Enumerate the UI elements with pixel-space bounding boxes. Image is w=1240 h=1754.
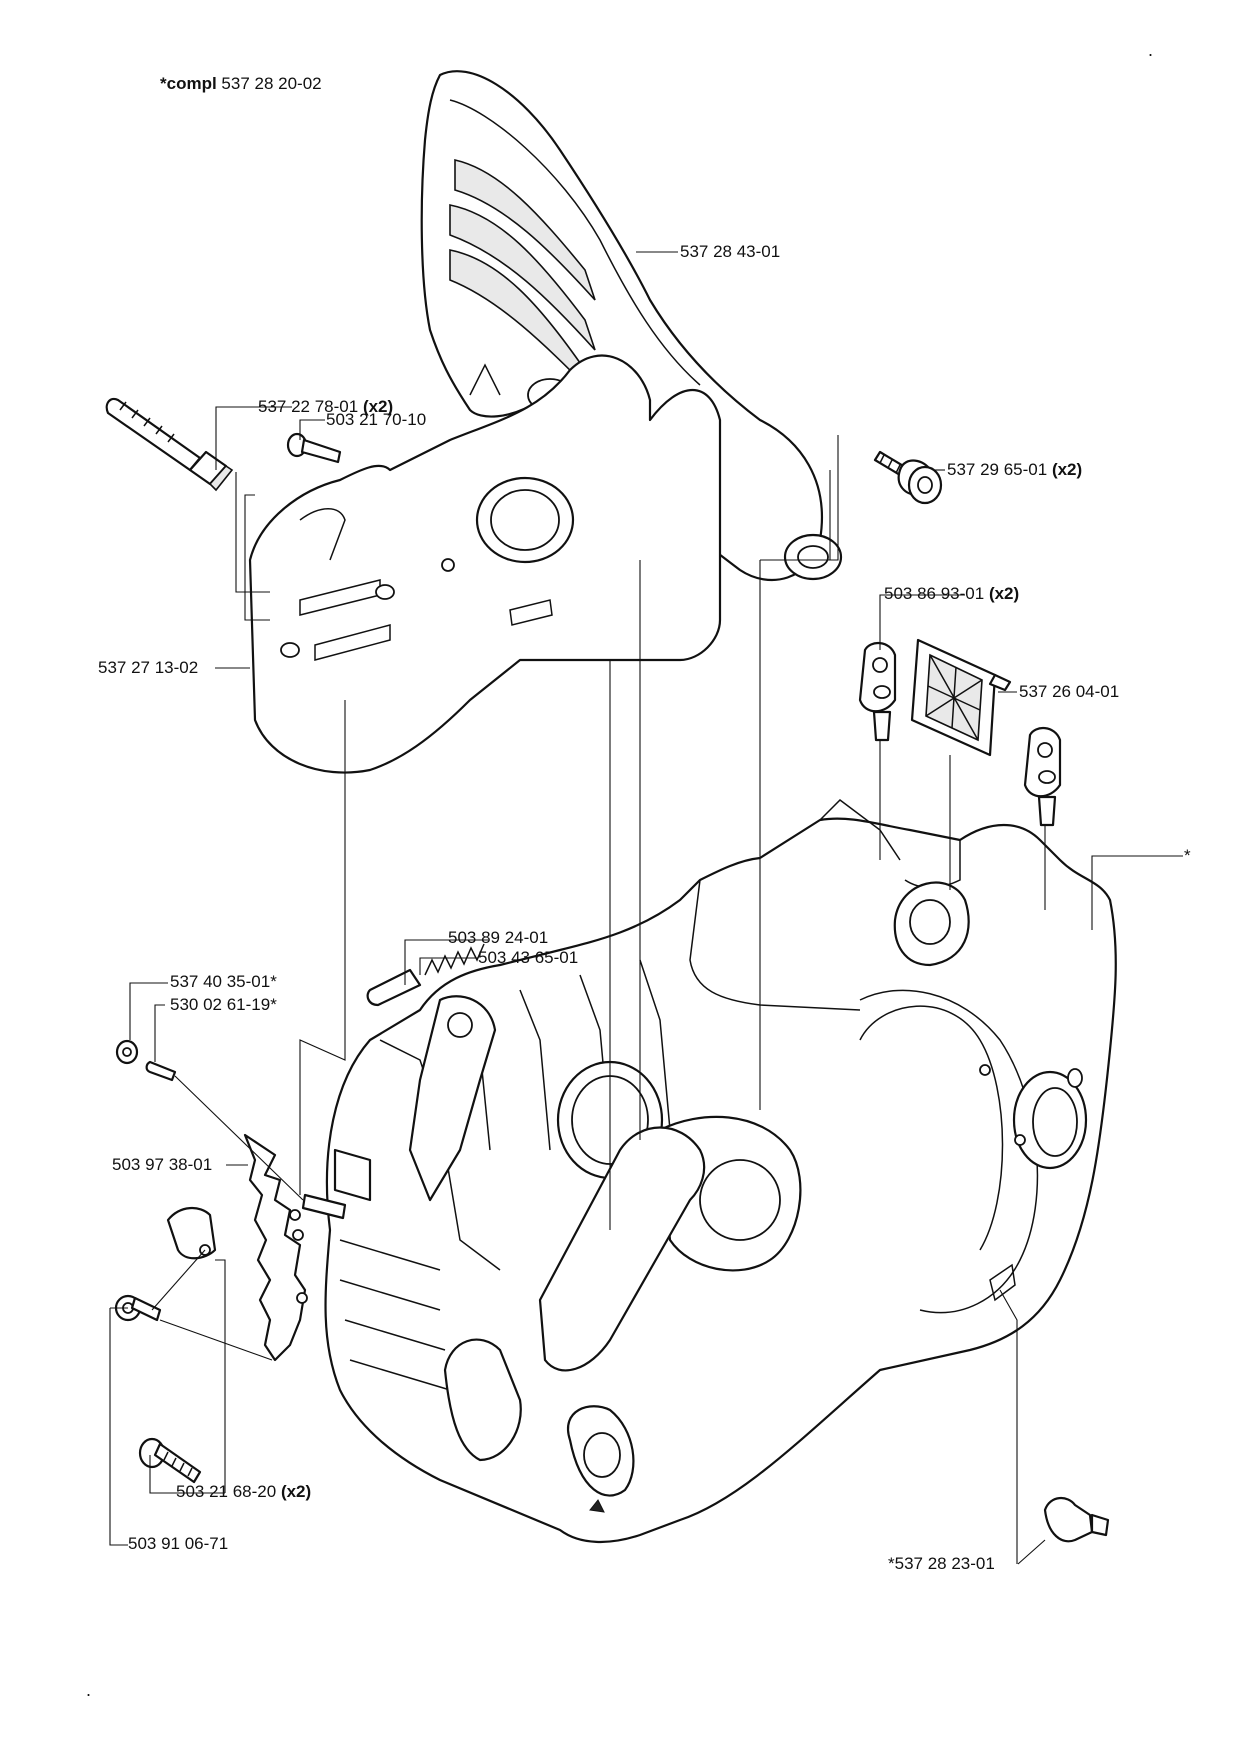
corner-mark-top-right: . <box>1148 40 1154 60</box>
stud <box>145 1060 177 1082</box>
spring-and-plunger <box>366 943 485 1007</box>
part-number: 503 21 68-20 <box>176 1482 277 1501</box>
quantity: (x2) <box>280 1482 312 1501</box>
part-number: 503 43 65-01 <box>478 948 579 967</box>
callout-537-28-23-01: *537 28 23-01 <box>888 1554 995 1574</box>
part-number: 530 02 61-19* <box>170 995 277 1014</box>
part-number: 537 40 35-01* <box>170 972 277 991</box>
part-number: 537 22 78-01 <box>258 397 359 416</box>
callout-537-27-13-02: 537 27 13-02 <box>98 658 198 678</box>
part-number: 537 27 13-02 <box>98 658 199 677</box>
bracket <box>166 1207 217 1260</box>
callout-asterisk: * <box>1184 846 1191 866</box>
part-number: 537 28 43-01 <box>680 242 781 261</box>
assembly-number: 537 28 20-02 <box>221 74 322 93</box>
quantity: (x2) <box>362 397 394 416</box>
callout-503-91-06-71: 503 91 06-71 <box>128 1534 228 1554</box>
part-number: *537 28 23-01 <box>888 1554 995 1573</box>
callout-537-22-78-01: 537 22 78-01 (x2) <box>258 397 393 417</box>
part-number: 537 29 65-01 <box>947 460 1048 479</box>
callout-537-28-43-01: 537 28 43-01 <box>680 242 780 262</box>
part-number: 503 97 38-01 <box>112 1155 213 1174</box>
small-screw <box>286 432 342 464</box>
callout-503-97-38-01: 503 97 38-01 <box>112 1155 212 1175</box>
front-hand-guard <box>420 70 843 582</box>
corner-mark-bottom-left: . <box>86 1680 92 1700</box>
av-element <box>858 642 1062 827</box>
part-number: 503 86 93-01 <box>884 584 985 603</box>
bolt <box>105 397 234 492</box>
part-number: * <box>1184 846 1191 865</box>
quantity: (x2) <box>988 584 1020 603</box>
shoulder-screw <box>873 450 943 505</box>
callout-503-86-93-01: 503 86 93-01 (x2) <box>884 584 1019 604</box>
callout-537-40-35-01: 537 40 35-01* <box>170 972 277 992</box>
callout-530-02-61-19: 530 02 61-19* <box>170 995 277 1015</box>
screw <box>114 1294 202 1484</box>
callout-503-21-70-10: 503 21 70-10 <box>326 410 426 430</box>
crankcase <box>324 799 1117 1543</box>
callout-503-89-24-01: 503 89 24-01 <box>448 928 548 948</box>
part-number: 503 89 24-01 <box>448 928 549 947</box>
part-number: 537 26 04-01 <box>1019 682 1120 701</box>
filter-grille <box>910 638 1012 757</box>
plug <box>1043 1497 1110 1543</box>
nut <box>115 1039 139 1065</box>
quantity: (x2) <box>1051 460 1083 479</box>
part-number: 503 21 70-10 <box>326 410 427 429</box>
callout-537-29-65-01: 537 29 65-01 (x2) <box>947 460 1082 480</box>
side-plate <box>248 354 722 774</box>
callout-537-26-04-01: 537 26 04-01 <box>1019 682 1119 702</box>
leader-lines <box>109 251 1183 1565</box>
assembly-title: *compl 537 28 20-02 <box>160 74 322 94</box>
callout-503-21-68-20: 503 21 68-20 (x2) <box>176 1482 311 1502</box>
stud-bolt <box>301 1193 347 1220</box>
callout-503-43-65-01: 503 43 65-01 <box>478 948 578 968</box>
part-number: 503 91 06-71 <box>128 1534 229 1553</box>
assembly-title-bold: *compl <box>160 74 217 93</box>
chain-catcher <box>243 1133 308 1362</box>
